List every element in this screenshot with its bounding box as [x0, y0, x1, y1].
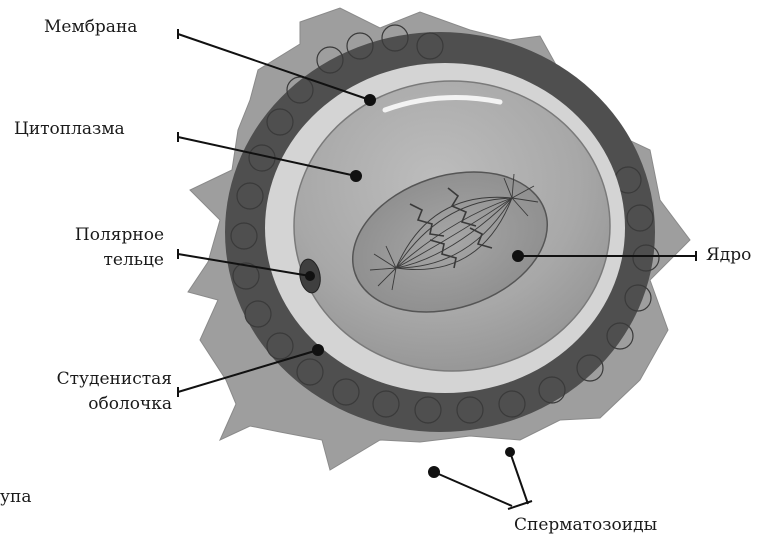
label-membrane: Мембрана [44, 16, 137, 38]
label-cropped-fragment: упа [0, 486, 31, 508]
label-sperm: Сперматозоиды [514, 514, 657, 536]
label-jelly-coat-line2: оболочка [6, 393, 172, 415]
label-cytoplasm: Цитоплазма [14, 118, 125, 140]
label-polar-body-line1: Полярное [40, 224, 164, 246]
label-nucleus: Ядро [706, 244, 751, 266]
label-jelly-coat-line1: Студенистая [6, 368, 172, 390]
label-polar-body-line2: тельце [40, 249, 164, 271]
